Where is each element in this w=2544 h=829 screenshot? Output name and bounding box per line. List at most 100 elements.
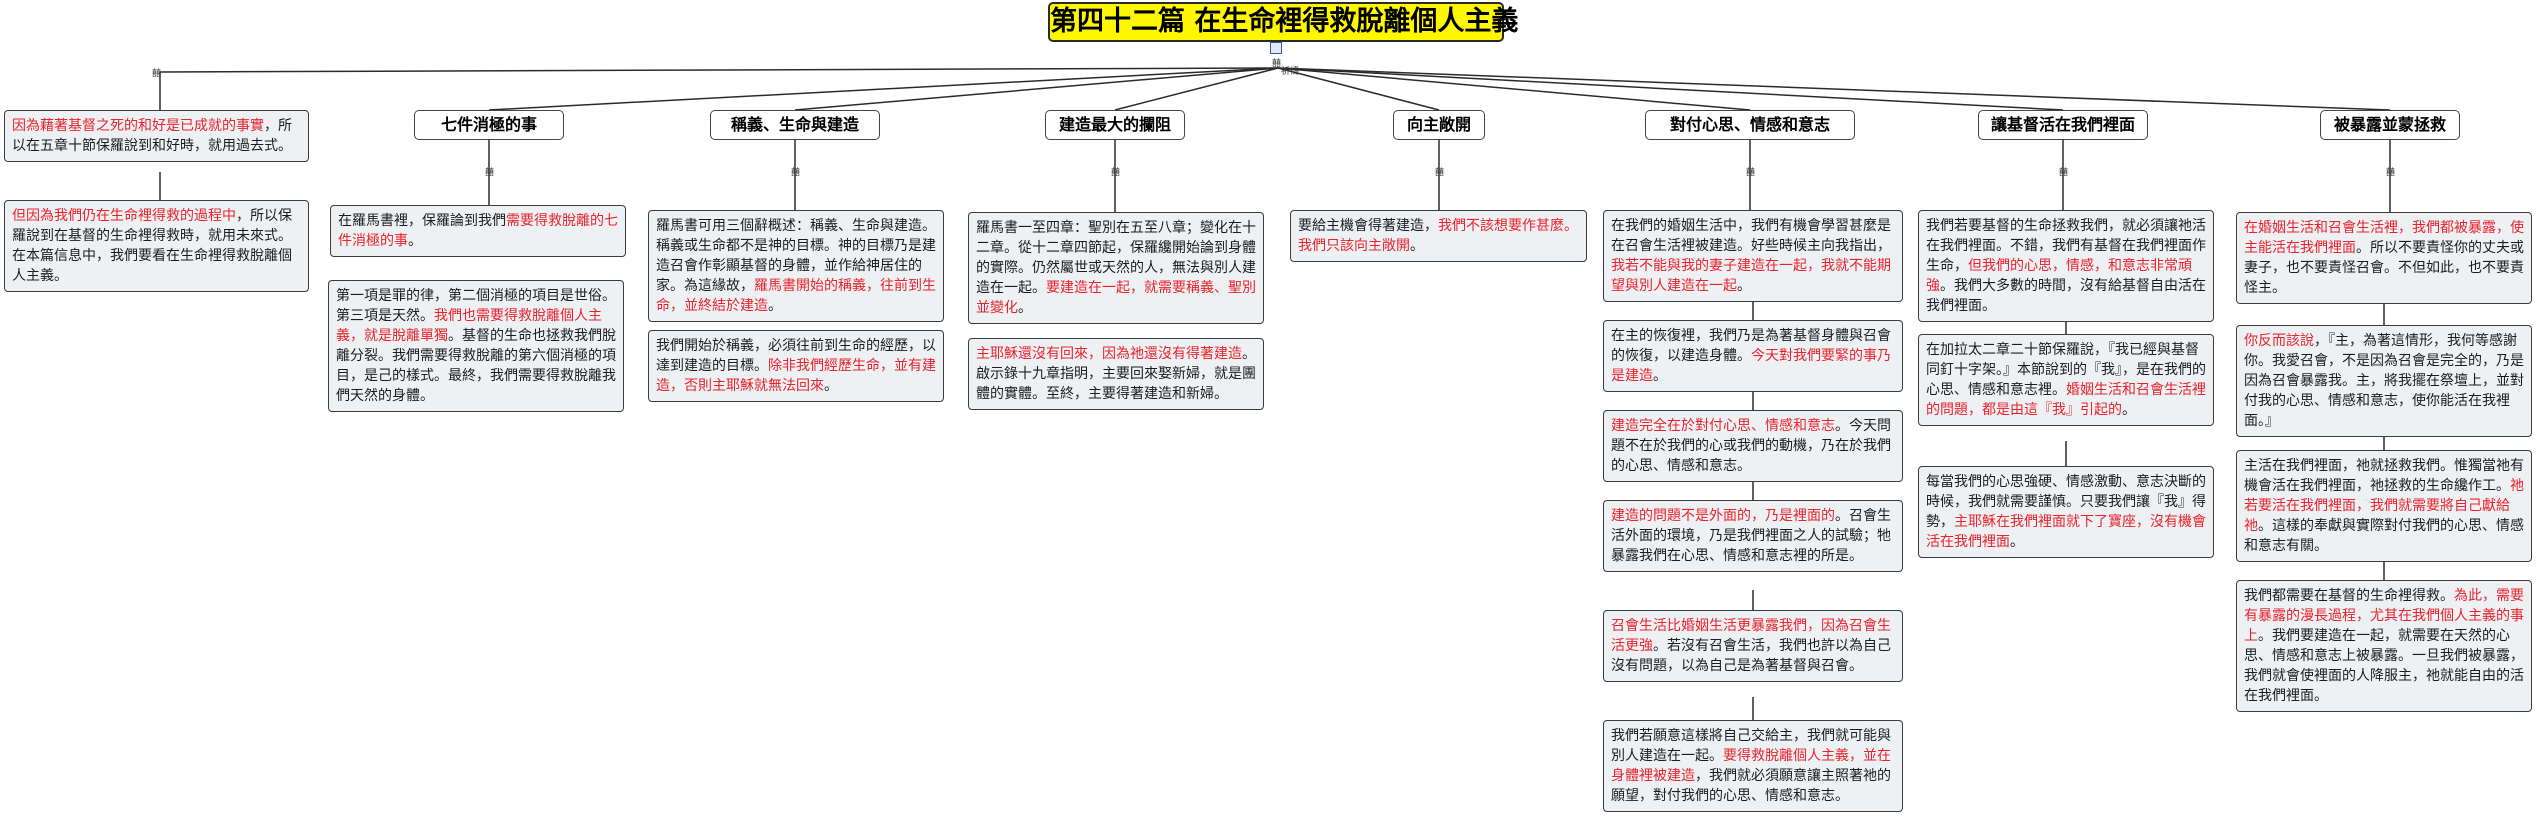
topic-connector-label: 囍 <box>1111 168 1121 178</box>
topic-connector-label: 囍 <box>1435 168 1445 178</box>
body-text: ，所以保羅說到在基督的生命裡得救時，就用未來式。在本篇信息中，我們要看在生命裡得… <box>12 208 292 284</box>
topic-5-note-3[interactable]: 建造完全在於對付心思、情感和意志。今天問題不在於我們的心或我們的動機，乃在於我們… <box>1603 410 1903 482</box>
highlight-text: 建造的問題不是外面的，乃是裡面的 <box>1611 508 1835 524</box>
highlight-text: 羅馬書開始的稱義，往前到生命，並終結於建造 <box>656 278 936 314</box>
body-text: 。今天問題不在於我們的心或我們的動機，乃在於我們的心思、情感和意志。 <box>1611 418 1891 474</box>
body-text: 。基督的生命也拯救我們脫離分裂。我們需要得救脫離的第六個消極的項目，是己的樣式。… <box>336 328 616 404</box>
topic-6-note-2[interactable]: 在加拉太二章二十節保羅說，『我已經與基督同釘十字架。』本節說到的『我』，是在我們… <box>1918 334 2214 426</box>
topic-node-3[interactable]: 建造最大的攔阻 <box>1045 110 1185 140</box>
highlight-text: 我若不能與我的妻子建造在一起，我就不能期望與別人建造在一起 <box>1611 258 1891 294</box>
highlight-text: 要得救脫離個人主義，並在身體裡被建造 <box>1611 748 1891 784</box>
highlight-text: 我們也需要得救脫離個人主義，就是脫離單獨 <box>336 308 602 344</box>
highlight-text: 主耶穌在我們裡面就下了寶座，沒有機會活在我們裡面 <box>1926 514 2206 550</box>
central-topic[interactable]: 第四十二篇 在生命裡得救脫離個人主義 <box>1048 2 1518 42</box>
highlight-text: 因為藉著基督之死的和好是已成就的事實 <box>12 118 264 134</box>
topic-1-note-2[interactable]: 第一項是罪的律，第二個消極的項目是世俗。第三項是天然。我們也需要得救脫離個人主義… <box>328 280 624 412</box>
topic-node-4[interactable]: 向主敞開 <box>1393 110 1485 140</box>
body-text: ，『主，為著這情形，我何等感謝你。我愛召會，不是因為召會是完全的，乃是因為召會暴… <box>2244 333 2524 429</box>
body-text: 在加拉太二章二十節保羅說，『我已經與基督同釘十字架。』本節說到的『我』，是在我們… <box>1926 342 2206 398</box>
body-text: ，所以在五章十節保羅說到和好時，就用過去式。 <box>12 118 292 154</box>
body-text: 第一項是罪的律，第二個消極的項目是世俗。第三項是天然。 <box>336 288 616 324</box>
highlight-text: 建造完全在於對付心思、情感和意志 <box>1611 418 1835 434</box>
body-text: 主活在我們裡面，祂就拯救我們。惟獨當祂有機會活在我們裡面，祂拯救的生命纔作工。 <box>2244 458 2524 494</box>
body-text: 我們若要基督的生命拯救我們，就必須讓祂活在我們裡面。不錯，我們有基督在我們裡面作… <box>1926 218 2206 274</box>
topic-2-note-1[interactable]: 羅馬書可用三個辭概述：稱義、生命與建造。稱義或生命都不是神的目標。神的目標乃是建… <box>648 210 944 322</box>
highlight-text: 但因為我們仍在生命裡得救的過程中 <box>12 208 236 224</box>
topic-connector-label: 囍 <box>1746 168 1756 178</box>
topic-5-note-6[interactable]: 我們若願意這樣將自己交給主，我們就可能與別人建造在一起。要得救脫離個人主義，並在… <box>1603 720 1903 812</box>
highlight-text: 召會生活比婚姻生活更暴露我們，因為召會生活更強 <box>1611 618 1891 654</box>
body-text: 。若沒有召會生活，我們也許以為自己沒有問題，以為自己是為著基督與召會。 <box>1611 638 1891 674</box>
body-text: 每當我們的心思強硬、情感激動、意志決斷的時候，我們就需要謹慎。只要我們讓『我』得… <box>1926 474 2206 530</box>
highlight-text: 為此，需要有暴露的漫長過程，尤其在我們個人主義的事上 <box>2244 588 2524 644</box>
body-text: 在主的恢復裡，我們乃是為著基督身體與召會的恢復，以建造身體。 <box>1611 328 1891 364</box>
body-text: 。 <box>408 233 422 249</box>
topic-5-note-5[interactable]: 召會生活比婚姻生活更暴露我們，因為召會生活更強。若沒有召會生活，我們也許以為自己… <box>1603 610 1903 682</box>
topic-node-6[interactable]: 讓基督活在我們裡面 <box>1978 110 2148 140</box>
highlight-text: 今天對我們要緊的事乃是建造 <box>1611 348 1891 384</box>
topic-7-note-3[interactable]: 主活在我們裡面，祂就拯救我們。惟獨當祂有機會活在我們裡面，祂拯救的生命纔作工。祂… <box>2236 450 2532 562</box>
topic-6-note-1[interactable]: 我們若要基督的生命拯救我們，就必須讓祂活在我們裡面。不錯，我們有基督在我們裡面作… <box>1918 210 2214 322</box>
highlight-text: 你反而該說 <box>2244 333 2314 349</box>
left-note-2[interactable]: 但因為我們仍在生命裡得救的過程中，所以保羅說到在基督的生命裡得救時，就用未來式。… <box>4 200 309 292</box>
body-text: 在我們的婚姻生活中，我們有機會學習甚麼是在召會生活裡被建造。好些時候主向我指出， <box>1611 218 1891 254</box>
body-text: 。 <box>1018 300 1032 316</box>
connector-line <box>1277 67 1440 111</box>
topic-node-1[interactable]: 七件消極的事 <box>414 110 564 140</box>
body-text: 。召會生活外面的環境，乃是我們裡面之人的試驗；牠暴露我們在心思、情感和意志裡的所… <box>1611 508 1891 564</box>
topic-3-note-2[interactable]: 主耶穌還沒有回來，因為祂還沒有得著建造。啟示錄十九章指明，主要回來娶新婦，就是團… <box>968 338 1264 410</box>
body-text: ，我們就必須願意讓主照著祂的願望，對付我們的心思、情感和意志。 <box>1611 768 1891 804</box>
highlight-text: 在婚姻生活和召會生活裡，我們都被暴露，使主能活在我們裡面 <box>2244 220 2524 256</box>
topic-7-note-1[interactable]: 在婚姻生活和召會生活裡，我們都被暴露，使主能活在我們裡面。所以不要責怪你的丈夫或… <box>2236 212 2532 304</box>
body-text: 。 <box>1737 278 1751 294</box>
body-text: 。 <box>1653 368 1667 384</box>
highlight-text: 主耶穌還沒有回來，因為祂還沒有得著建造 <box>976 346 1242 362</box>
body-text: 。 <box>824 378 838 394</box>
topic-5-note-2[interactable]: 在主的恢復裡，我們乃是為著基督身體與召會的恢復，以建造身體。今天對我們要緊的事乃… <box>1603 320 1903 392</box>
highlight-text: 婚姻生活和召會生活裡的問題，都是由這『我』引起的 <box>1926 382 2206 418</box>
body-text: 我們若願意這樣將自己交給主，我們就可能與別人建造在一起。 <box>1611 728 1891 764</box>
left-note-1[interactable]: 因為藉著基督之死的和好是已成就的事實，所以在五章十節保羅說到和好時，就用過去式。 <box>4 110 309 162</box>
topic-node-2[interactable]: 稱義、生命與建造 <box>710 110 880 140</box>
topic-connector-label: 囍 <box>485 168 495 178</box>
topic-7-note-2[interactable]: 你反而該說，『主，為著這情形，我何等感謝你。我愛召會，不是因為召會是完全的，乃是… <box>2236 325 2532 437</box>
topic-7-note-4[interactable]: 我們都需要在基督的生命裡得救。為此，需要有暴露的漫長過程，尤其在我們個人主義的事… <box>2236 580 2532 712</box>
highlight-text: 要建造在一起，就需要稱義、聖別並變化 <box>976 280 1256 316</box>
topic-node-7[interactable]: 被暴露並蒙拯救 <box>2320 110 2460 140</box>
body-text: 我們開始於稱義，必須往前到生命的經歷，以達到建造的目標。 <box>656 338 936 374</box>
topic-4-note-1[interactable]: 要給主機會得著建造，我們不該想要作甚麼。我們只該向主敞開。 <box>1290 210 1587 262</box>
root-connector-label: 囍 <box>1272 59 1282 69</box>
body-text: 。 <box>1410 238 1424 254</box>
topic-5-note-1[interactable]: 在我們的婚姻生活中，我們有機會學習甚麼是在召會生活裡被建造。好些時候主向我指出，… <box>1603 210 1903 302</box>
connector-line <box>488 67 1279 111</box>
body-text: 。這樣的奉獻與實際對付我們的心思、情感和意志有關。 <box>2244 518 2524 554</box>
topic-2-note-2[interactable]: 我們開始於稱義，必須往前到生命的經歷，以達到建造的目標。除非我們經歷生命，並有建… <box>648 330 944 402</box>
body-text: 。 <box>768 298 782 314</box>
left-connector-label: 囍 <box>152 69 162 79</box>
body-text: 。 <box>2010 534 2024 550</box>
topic-5-note-4[interactable]: 建造的問題不是外面的，乃是裡面的。召會生活外面的環境，乃是我們裡面之人的試驗；牠… <box>1603 500 1903 572</box>
highlight-text: 但我們的心思，情感，和意志非常頑強 <box>1926 258 2192 294</box>
body-text: 。我們要建造在一起，就需要在天然的心思、情感和意志上被暴露。一旦我們被暴露，我們… <box>2244 628 2524 704</box>
topic-1-note-1[interactable]: 在羅馬書裡，保羅論到我們需要得救脫離的七件消極的事。 <box>330 205 626 257</box>
connector-line <box>1277 67 2064 111</box>
highlight-text: 祂若要活在我們裡面，我們就需要將自己獻給祂 <box>2244 478 2524 534</box>
body-text: 在羅馬書裡，保羅論到我們 <box>338 213 506 229</box>
connector-line <box>1277 67 2391 111</box>
topic-connector-label: 囍 <box>791 168 801 178</box>
body-text: 我們都需要在基督的生命裡得救。 <box>2244 588 2454 604</box>
highlight-text: 除非我們經歷生命，並有建造，否則主耶穌就無法回來 <box>656 358 936 394</box>
body-text: 。所以不要責怪你的丈夫或妻子，也不要責怪召會。不但如此，也不要責怪主。 <box>2244 240 2524 296</box>
body-text: 羅馬書一至四章：聖別在五至八章；變化在十二章。從十二章四節起，保羅纔開始論到身體… <box>976 220 1256 296</box>
topic-6-note-3[interactable]: 每當我們的心思強硬、情感激動、意志決斷的時候，我們就需要謹慎。只要我們讓『我』得… <box>1918 466 2214 558</box>
body-text: 。我們大多數的時間，沒有給基督自由活在我們裡面。 <box>1926 278 2206 314</box>
connector-line <box>1277 67 1751 111</box>
body-text: 。 <box>2122 402 2136 418</box>
root-marker-icon <box>1270 42 1282 54</box>
body-text: 。啟示錄十九章指明，主要回來娶新婦，就是團體的實體。至終，主要得著建造和新婦。 <box>976 346 1256 402</box>
topic-node-5[interactable]: 對付心思、情感和意志 <box>1645 110 1855 140</box>
highlight-text: 需要得救脫離的七件消極的事 <box>338 213 618 249</box>
topic-3-note-1[interactable]: 羅馬書一至四章：聖別在五至八章；變化在十二章。從十二章四節起，保羅纔開始論到身體… <box>968 212 1264 324</box>
branch-connector-label: 祈禱 <box>1281 67 1300 77</box>
